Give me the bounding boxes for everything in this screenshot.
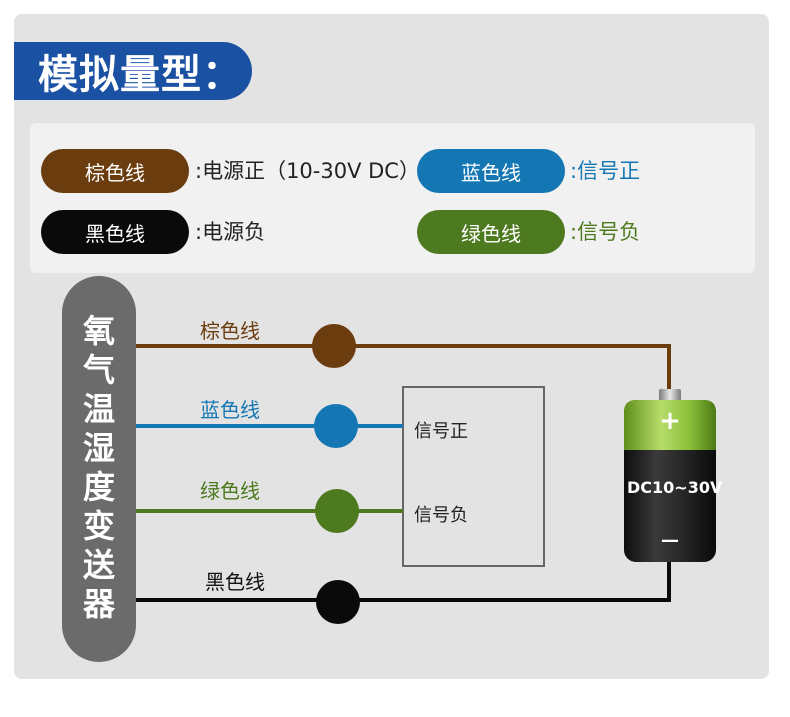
- brown-wire: [136, 344, 671, 392]
- black-wire-pill: 黑色线: [41, 210, 189, 254]
- device-name-char: 度: [82, 468, 115, 506]
- black-wire: [136, 560, 671, 602]
- battery-terminal: [659, 389, 681, 401]
- black-wire-label: 黑色线: [205, 570, 265, 594]
- battery-voltage-label: DC10~30V: [627, 478, 723, 497]
- battery-minus-sign: —: [661, 530, 679, 551]
- device-name-char: 温: [82, 390, 115, 428]
- device-name-char: 送: [82, 546, 115, 584]
- signal-positive-label: 信号正: [414, 421, 468, 442]
- signal-receiver-box: [402, 386, 545, 567]
- blue-wire-label: 蓝色线: [200, 398, 260, 422]
- device-name-char: 变: [82, 507, 115, 545]
- battery-plus-sign: +: [659, 406, 681, 436]
- device-name-char: 湿: [82, 429, 115, 467]
- brown-wire-node: [312, 324, 356, 368]
- brown-wire-desc: :电源正（10-30V DC）: [195, 159, 420, 183]
- blue-wire-node: [314, 404, 358, 448]
- battery: [624, 389, 716, 562]
- blue-wire-desc: :信号正: [570, 159, 641, 183]
- device-name-char: 气: [82, 351, 115, 389]
- black-wire-desc: :电源负: [195, 220, 266, 244]
- green-wire-pill: 绿色线: [417, 210, 565, 254]
- brown-wire-pill: 棕色线: [41, 149, 189, 193]
- transmitter-device: 氧气温湿度变送器: [62, 276, 136, 662]
- blue-wire-pill: 蓝色线: [417, 149, 565, 193]
- device-name-char: 氧: [82, 312, 115, 350]
- green-wire-node: [315, 489, 359, 533]
- title-banner: 模拟量型：: [14, 42, 252, 100]
- green-wire-label: 绿色线: [200, 479, 260, 503]
- brown-wire-label: 棕色线: [200, 319, 260, 343]
- device-name: 氧气温湿度变送器: [62, 312, 136, 624]
- black-wire-node: [316, 580, 360, 624]
- battery-top-band: [624, 400, 716, 450]
- green-wire-desc: :信号负: [570, 220, 641, 244]
- device-name-char: 器: [82, 585, 115, 623]
- page-title: 模拟量型：: [38, 52, 243, 98]
- signal-negative-label: 信号负: [414, 505, 468, 526]
